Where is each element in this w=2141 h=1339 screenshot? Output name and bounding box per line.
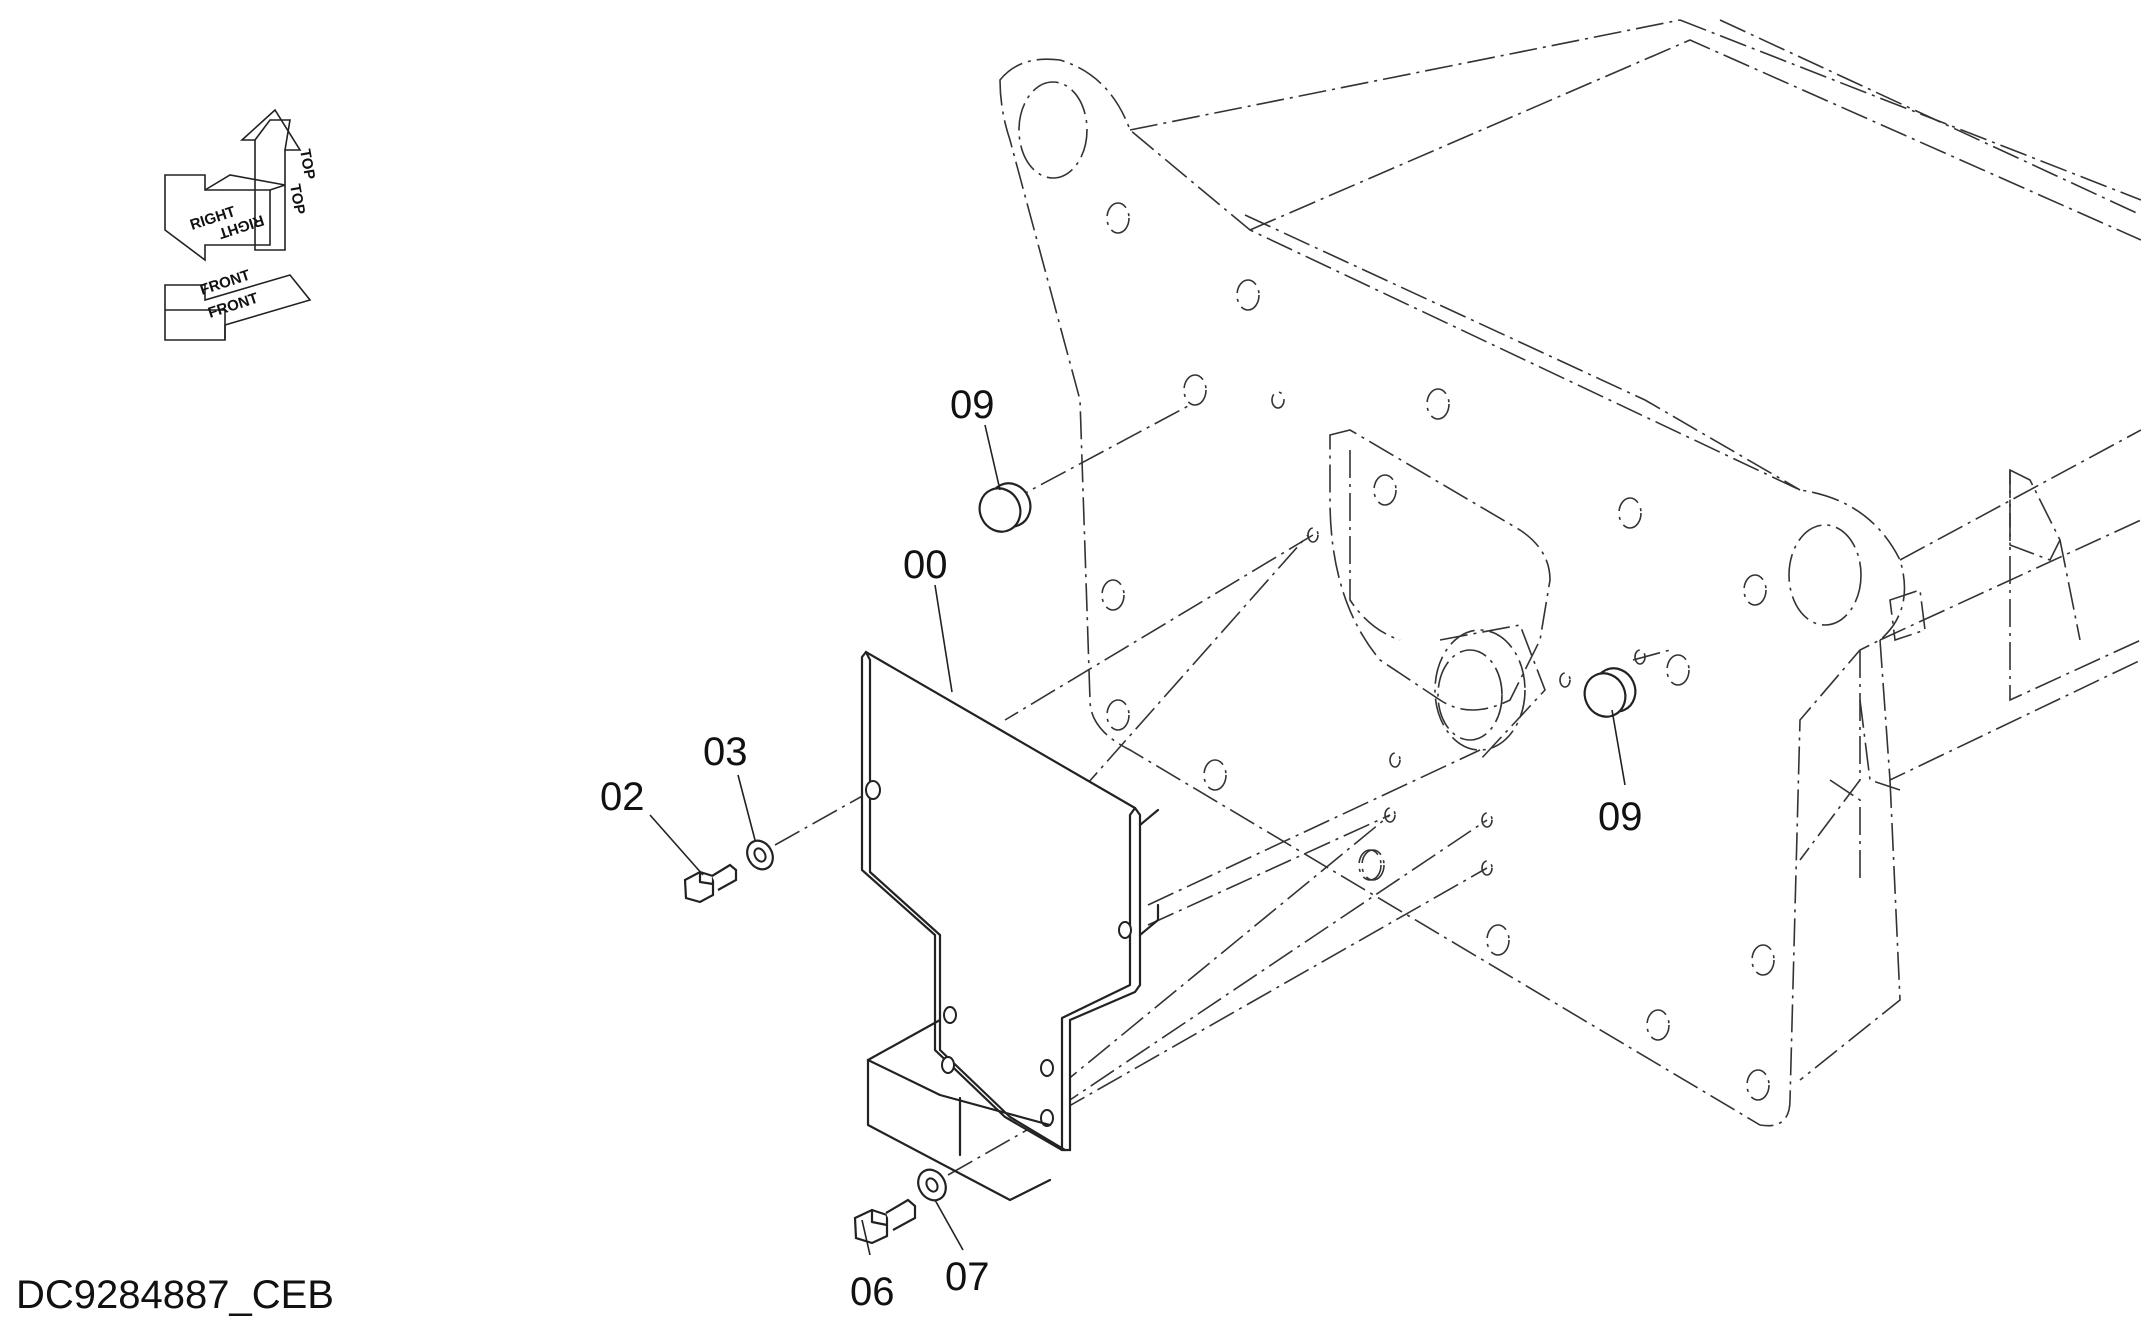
callout-07: 07 [945,1255,990,1299]
orientation-top-label-2: TOP [296,148,318,181]
washer-03 [746,839,774,871]
callout-09-right: 09 [1598,795,1643,839]
plug-09-right [1583,667,1637,718]
plug-09-upper [978,482,1032,533]
drawing-code: DC9284887_CEB [16,1273,334,1317]
leader-lines [649,424,1626,1256]
machine-frame [999,19,2141,1127]
callout-03: 03 [703,730,748,774]
orientation-indicator: TOP TOP RIGHT RIGHT FRONT FRONT [164,108,318,341]
orientation-top-label: TOP [286,183,308,216]
cover-plate [860,650,1160,1202]
callouts: 09 00 03 02 09 06 07 [600,383,1643,1314]
callout-09-upper: 09 [950,383,995,427]
frame-bolt-holes [1101,202,1775,1101]
bolt-02 [683,863,738,904]
washer-07 [917,1168,947,1202]
callout-02: 02 [600,775,645,819]
callout-06: 06 [850,1270,895,1314]
bolt-06 [853,1198,917,1245]
callout-00: 00 [903,543,948,587]
